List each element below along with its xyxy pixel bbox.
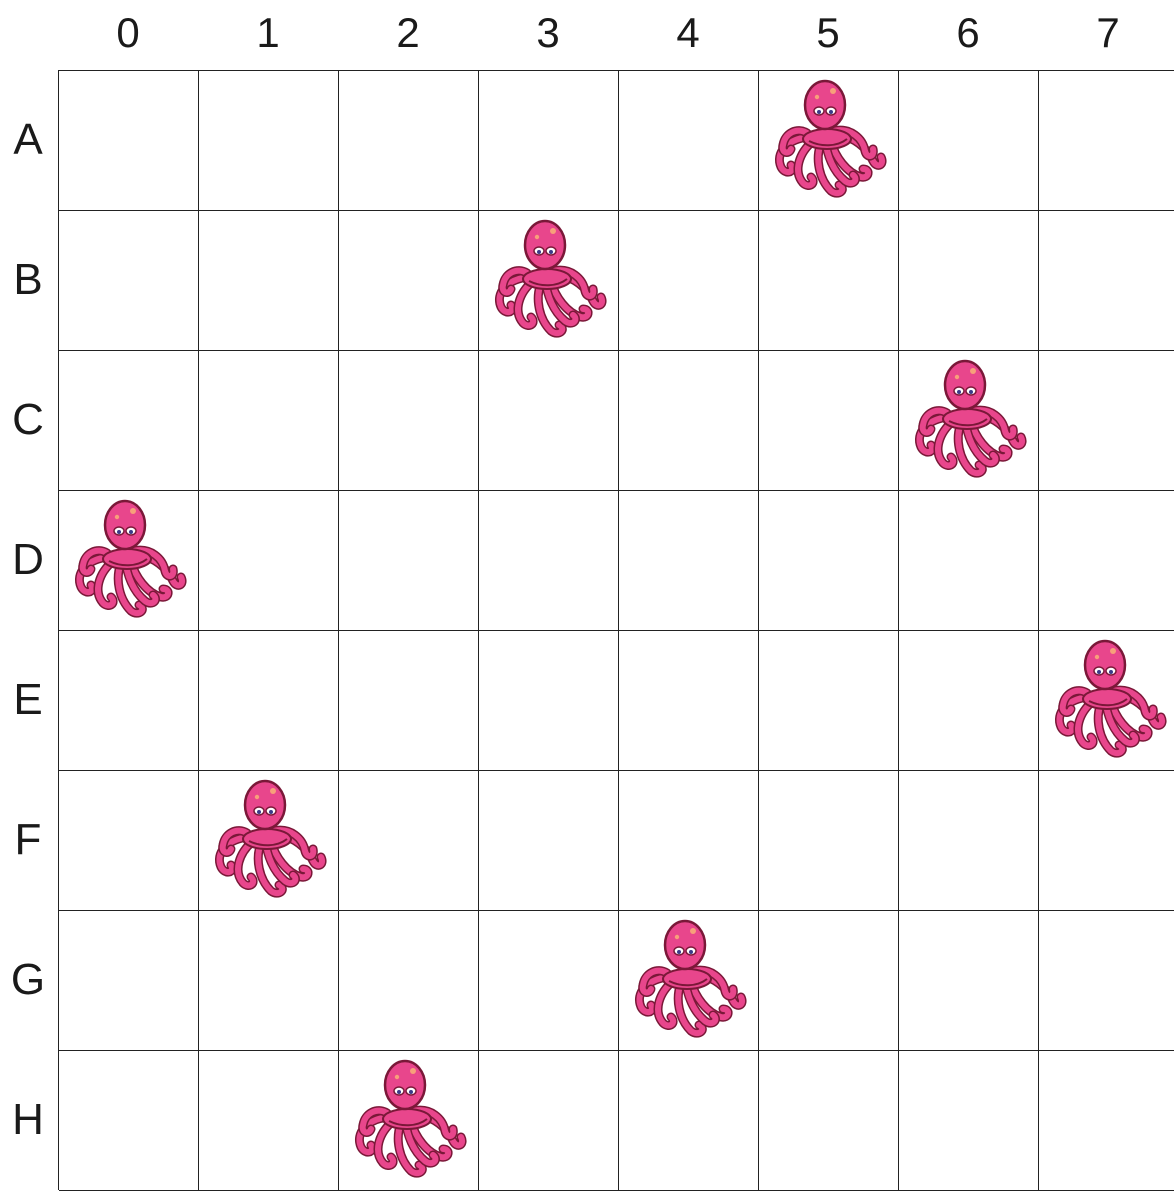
cell-c7[interactable] <box>1039 351 1174 491</box>
cell-g5[interactable] <box>759 911 899 1051</box>
cell-f7[interactable] <box>1039 771 1174 911</box>
cell-a7[interactable] <box>1039 71 1174 211</box>
cell-d0[interactable] <box>59 491 199 631</box>
cell-b0[interactable] <box>59 211 199 351</box>
octopus-icon <box>909 355 1027 487</box>
row-label-f: F <box>0 770 56 910</box>
column-label-5: 5 <box>758 8 898 58</box>
cell-d1[interactable] <box>199 491 339 631</box>
cell-a3[interactable] <box>479 71 619 211</box>
row-label-h: H <box>0 1050 56 1190</box>
board-grid <box>58 70 1174 1190</box>
cell-e2[interactable] <box>339 631 479 771</box>
cell-g6[interactable] <box>899 911 1039 1051</box>
cell-e7[interactable] <box>1039 631 1174 771</box>
octopus-icon <box>769 75 887 207</box>
octopus-icon <box>349 1055 467 1187</box>
cell-g4[interactable] <box>619 911 759 1051</box>
cell-g0[interactable] <box>59 911 199 1051</box>
cell-c6[interactable] <box>899 351 1039 491</box>
cell-g3[interactable] <box>479 911 619 1051</box>
cell-d7[interactable] <box>1039 491 1174 631</box>
cell-a0[interactable] <box>59 71 199 211</box>
row-label-d: D <box>0 490 56 630</box>
column-label-6: 6 <box>898 8 1038 58</box>
column-label-4: 4 <box>618 8 758 58</box>
row-label-c: C <box>0 350 56 490</box>
column-label-2: 2 <box>338 8 478 58</box>
cell-b7[interactable] <box>1039 211 1174 351</box>
cell-f2[interactable] <box>339 771 479 911</box>
cell-a6[interactable] <box>899 71 1039 211</box>
cell-c0[interactable] <box>59 351 199 491</box>
cell-e4[interactable] <box>619 631 759 771</box>
cell-f1[interactable] <box>199 771 339 911</box>
cell-h1[interactable] <box>199 1051 339 1191</box>
cell-h5[interactable] <box>759 1051 899 1191</box>
cell-f3[interactable] <box>479 771 619 911</box>
cell-c3[interactable] <box>479 351 619 491</box>
cell-a1[interactable] <box>199 71 339 211</box>
column-label-7: 7 <box>1038 8 1174 58</box>
cell-d6[interactable] <box>899 491 1039 631</box>
cell-h6[interactable] <box>899 1051 1039 1191</box>
cell-a5[interactable] <box>759 71 899 211</box>
cell-b5[interactable] <box>759 211 899 351</box>
column-label-3: 3 <box>478 8 618 58</box>
cell-h3[interactable] <box>479 1051 619 1191</box>
cell-b6[interactable] <box>899 211 1039 351</box>
cell-g2[interactable] <box>339 911 479 1051</box>
cell-h4[interactable] <box>619 1051 759 1191</box>
cell-e1[interactable] <box>199 631 339 771</box>
cell-f5[interactable] <box>759 771 899 911</box>
column-label-0: 0 <box>58 8 198 58</box>
cell-c4[interactable] <box>619 351 759 491</box>
octopus-icon <box>629 915 747 1047</box>
cell-a2[interactable] <box>339 71 479 211</box>
cell-h2[interactable] <box>339 1051 479 1191</box>
cell-d3[interactable] <box>479 491 619 631</box>
cell-g7[interactable] <box>1039 911 1174 1051</box>
row-label-b: B <box>0 210 56 350</box>
octopus-icon <box>489 215 607 347</box>
octopus-icon <box>1049 635 1167 767</box>
row-label-a: A <box>0 70 56 210</box>
column-label-1: 1 <box>198 8 338 58</box>
cell-h7[interactable] <box>1039 1051 1174 1191</box>
cell-e0[interactable] <box>59 631 199 771</box>
cell-c1[interactable] <box>199 351 339 491</box>
cell-f6[interactable] <box>899 771 1039 911</box>
cell-g1[interactable] <box>199 911 339 1051</box>
cell-d4[interactable] <box>619 491 759 631</box>
cell-b1[interactable] <box>199 211 339 351</box>
cell-h0[interactable] <box>59 1051 199 1191</box>
cell-b3[interactable] <box>479 211 619 351</box>
cell-d2[interactable] <box>339 491 479 631</box>
cell-e6[interactable] <box>899 631 1039 771</box>
octopus-icon <box>69 495 187 627</box>
octopus-icon <box>209 775 327 907</box>
cell-c5[interactable] <box>759 351 899 491</box>
row-label-g: G <box>0 910 56 1050</box>
cell-e5[interactable] <box>759 631 899 771</box>
cell-f4[interactable] <box>619 771 759 911</box>
cell-c2[interactable] <box>339 351 479 491</box>
cell-d5[interactable] <box>759 491 899 631</box>
cell-a4[interactable] <box>619 71 759 211</box>
cell-f0[interactable] <box>59 771 199 911</box>
cell-b4[interactable] <box>619 211 759 351</box>
row-label-e: E <box>0 630 56 770</box>
cell-b2[interactable] <box>339 211 479 351</box>
cell-e3[interactable] <box>479 631 619 771</box>
